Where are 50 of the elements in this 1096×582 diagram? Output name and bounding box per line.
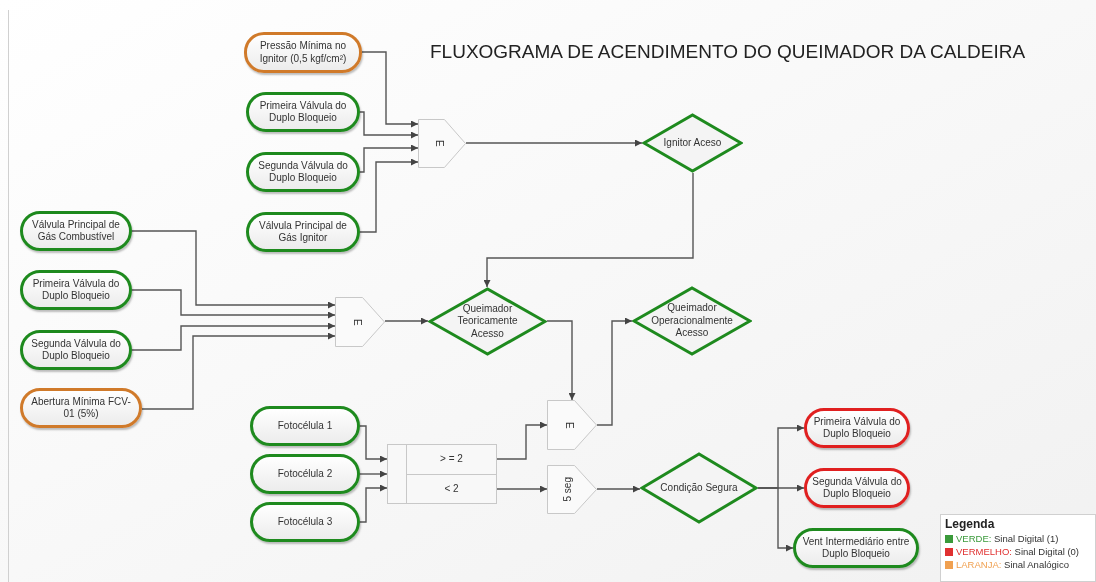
connector-arrow (546, 320, 576, 401)
connector-arrow (359, 484, 388, 523)
signal-terminal: Válvula Principal de Gás Combustível (20, 211, 132, 251)
signal-terminal: Segunda Válvula do Duplo Bloqueio (20, 330, 132, 370)
connector-arrow (496, 421, 548, 460)
connector-arrow (596, 317, 633, 426)
logic-gate: 5 seg (547, 465, 597, 514)
decision-diamond: Queimador Teoricamente Acesso (428, 287, 547, 356)
legend-text: LARANJA: Sinal Analógico (956, 558, 1069, 571)
logic-gate: E (547, 400, 597, 450)
signal-terminal: Fotocélula 1 (250, 406, 360, 446)
connector-arrow (131, 230, 336, 309)
connector-arrow (384, 317, 429, 325)
signal-terminal: Pressão Mínima no Ignitor (0,5 kgf/cm²) (244, 32, 362, 73)
signal-terminal: Segunda Válvula do Duplo Bloqueio (804, 468, 910, 508)
diagram-title: FLUXOGRAMA DE ACENDIMENTO DO QUEIMADOR DA CALDEIRA (430, 40, 1026, 64)
legend-text: VERMELHO: Sinal Digital (0) (956, 545, 1080, 558)
decision-diamond: Queimador Operacionalmente Acesso (632, 286, 752, 356)
signal-terminal: Segunda Válvula do Duplo Bloqueio (246, 152, 360, 192)
connector-arrow (359, 158, 419, 233)
connector-arrow (496, 485, 548, 493)
legend-title: Legenda (945, 517, 996, 532)
signal-terminal: Primeira Válvula do Duplo Bloqueio (804, 408, 910, 448)
signal-terminal: Primeira Válvula do Duplo Bloqueio (20, 270, 132, 310)
connector-arrow (359, 111, 419, 139)
logic-gate: E (335, 297, 385, 347)
condition-text: > = 2 (440, 453, 463, 466)
decision-diamond: Condição Segura (640, 452, 758, 524)
connector-arrow (596, 485, 641, 493)
connector-arrow (465, 139, 643, 147)
signal-terminal: Fotocélula 2 (250, 454, 360, 494)
signal-terminal: Abertura Mínima FCV-01 (5%) (20, 388, 142, 428)
condition-text: < 2 (444, 482, 459, 495)
signal-terminal: Vent Intermediário entre Duplo Bloqueio (793, 528, 919, 568)
connector-arrow (757, 487, 794, 552)
connector-arrow (359, 144, 419, 173)
connector-arrow (483, 172, 694, 288)
connector-arrow (131, 322, 336, 351)
connector-arrow (141, 332, 336, 410)
decision-diamond: Ignitor Aceso (642, 113, 743, 173)
signal-terminal: Primeira Válvula do Duplo Bloqueio (246, 92, 360, 132)
connector-arrow (361, 51, 419, 128)
comparison-table (387, 444, 497, 504)
connector-arrow (359, 425, 388, 463)
legend-text: VERDE: Sinal Digital (1) (956, 532, 1059, 545)
signal-terminal: Válvula Principal de Gás Ignitor (246, 212, 360, 252)
logic-gate: E (418, 119, 466, 168)
signal-terminal: Fotocélula 3 (250, 502, 360, 542)
connector-arrow (131, 289, 336, 319)
connector-arrow (359, 470, 388, 478)
